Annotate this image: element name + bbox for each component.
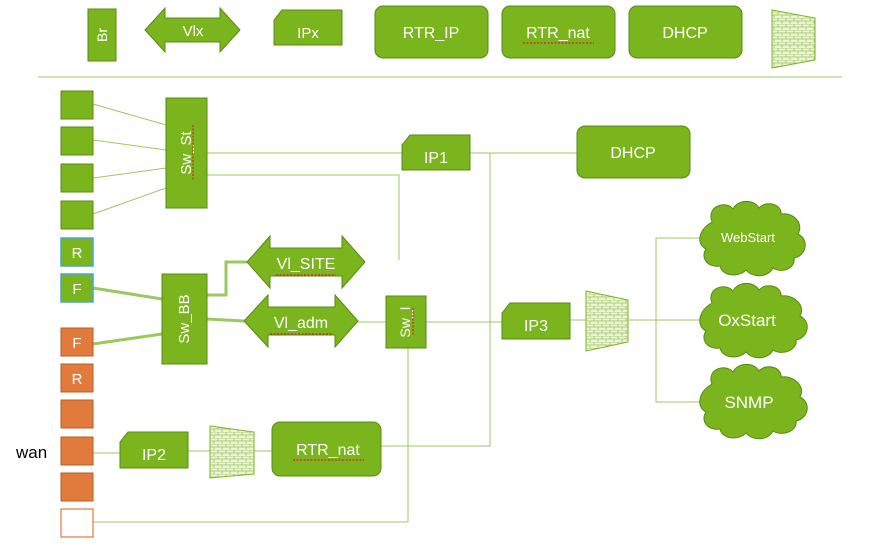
dhcp-server-label: DHCP xyxy=(610,145,655,162)
ip-node-ip2-label: IP2 xyxy=(142,447,166,464)
cloud-oxstart: OxStart xyxy=(699,282,808,359)
switch-sw-st: Sw_St xyxy=(165,97,208,209)
router-rtr-nat-label: RTR_nat xyxy=(296,442,360,459)
legend-bridge-label: Br xyxy=(94,28,110,42)
ip-node-ip3-label: IP3 xyxy=(524,318,548,335)
vlan-vl-site-label: Vl_SITE xyxy=(277,256,336,273)
switch-sw-i-label: Sw_I xyxy=(397,306,413,337)
port-f1-label: F xyxy=(72,281,81,298)
port-r1-label: R xyxy=(72,245,83,262)
port-square xyxy=(60,200,94,230)
port-square-orange xyxy=(60,399,94,429)
port-f2-label: F xyxy=(72,335,81,352)
port-r2: R xyxy=(60,363,94,393)
connection-lines xyxy=(92,103,700,523)
router-rtr-nat: RTR_nat xyxy=(271,421,382,477)
legend-rtr-ip-label: RTR_IP xyxy=(403,25,460,42)
vlan-vl-site: Vl_SITE xyxy=(246,234,366,290)
legend-ip-label: IPx xyxy=(297,25,319,42)
legend-ip: IPx xyxy=(273,9,343,46)
port-f2: F xyxy=(60,327,94,357)
cloud-snmp: SNMP xyxy=(699,363,808,440)
legend-rtr-ip: RTR_IP xyxy=(374,5,489,59)
legend-vlan-arrow: Vlx xyxy=(144,6,241,54)
port-square-orange xyxy=(60,472,94,502)
wan-label: wan xyxy=(15,443,47,462)
port-square-wan xyxy=(60,436,94,466)
port-square-empty xyxy=(60,508,94,538)
ip-node-ip3: IP3 xyxy=(501,302,571,340)
legend-rtr-nat-label: RTR_nat xyxy=(526,25,590,42)
ip-node-ip1: IP1 xyxy=(401,134,471,171)
vlan-vl-adm: Vl_adm xyxy=(243,293,359,349)
cloud-snmp-label: SNMP xyxy=(724,393,773,412)
port-square xyxy=(60,163,94,193)
port-r1: R xyxy=(60,237,94,267)
ip-node-ip1-label: IP1 xyxy=(424,150,448,167)
firewall-icon xyxy=(585,290,629,352)
switch-sw-bb: Sw_BB xyxy=(161,273,208,365)
legend-dhcp: DHCP xyxy=(628,5,743,59)
port-square xyxy=(60,126,94,156)
legend-bridge: Br xyxy=(87,8,117,62)
legend-dhcp-label: DHCP xyxy=(662,25,707,42)
firewall-icon xyxy=(209,425,255,479)
switch-sw-st-label: Sw_St xyxy=(178,130,195,174)
cloud-webstart-label: WebStart xyxy=(721,230,775,245)
cloud-oxstart-label: OxStart xyxy=(718,311,776,330)
legend-rtr-nat: RTR_nat xyxy=(501,5,616,59)
switch-sw-i: Sw_I xyxy=(385,295,427,349)
vlan-vl-adm-label: Vl_adm xyxy=(274,315,328,332)
cloud-webstart: WebStart xyxy=(699,200,806,277)
legend-vlan-label: Vlx xyxy=(183,23,204,40)
ip-node-ip2: IP2 xyxy=(119,431,189,469)
legend-firewall-icon xyxy=(771,9,816,69)
port-r2-label: R xyxy=(72,371,83,388)
switch-sw-bb-label: Sw_BB xyxy=(176,294,193,343)
dhcp-server: DHCP xyxy=(576,125,691,179)
port-square xyxy=(60,90,94,120)
port-f1: F xyxy=(60,273,94,303)
